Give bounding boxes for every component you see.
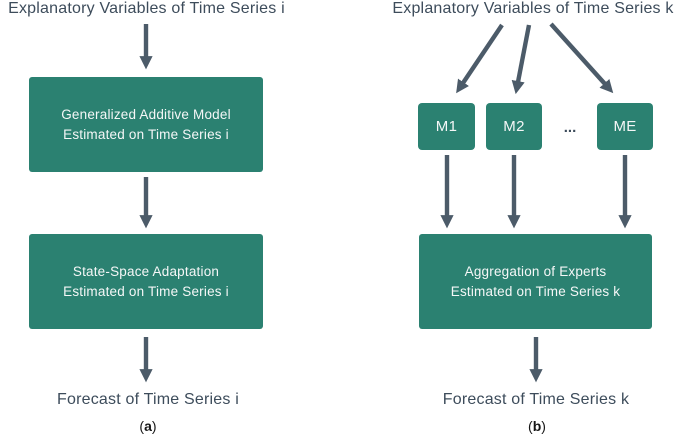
left-forecast-label: Forecast of Time Series i bbox=[57, 391, 239, 408]
expert-box-m1: M1 bbox=[418, 103, 475, 150]
right-caption-letter: b bbox=[532, 418, 542, 434]
gam-box-line1: Generalized Additive Model bbox=[61, 106, 231, 122]
experts-ellipsis: ... bbox=[563, 119, 577, 136]
right-title: Explanatory Variables of Time Series k bbox=[392, 0, 674, 17]
gam-box-line2: Estimated on Time Series i bbox=[63, 126, 229, 142]
aggregation-box-line1: Aggregation of Experts bbox=[464, 263, 607, 279]
left-caption-pre: ( bbox=[139, 418, 145, 434]
left-caption-letter: a bbox=[144, 418, 152, 434]
aggregation-box: Aggregation of Experts Estimated on Time… bbox=[419, 234, 652, 329]
right-forecast-label: Forecast of Time Series k bbox=[442, 391, 630, 408]
gam-box: Generalized Additive Model Estimated on … bbox=[29, 77, 263, 172]
right-caption-pre: ( bbox=[528, 418, 533, 434]
state-space-box: State-Space Adaptation Estimated on Time… bbox=[29, 234, 263, 329]
right-caption-post: ) bbox=[541, 418, 546, 434]
state-space-box-line2: Estimated on Time Series i bbox=[63, 283, 229, 299]
aggregation-box-line2: Estimated on Time Series k bbox=[450, 283, 621, 299]
left-title: Explanatory Variables of Time Series i bbox=[8, 0, 285, 17]
left-caption: (a) bbox=[0, 418, 296, 434]
expert-box-m2: M2 bbox=[486, 103, 542, 150]
arrow-input-to-expert-1 bbox=[456, 23, 504, 94]
arrow-input-to-expert-3 bbox=[549, 22, 614, 94]
right-caption: (b) bbox=[389, 418, 685, 434]
left-caption-post: ) bbox=[151, 418, 157, 434]
expert-box-me: ME bbox=[597, 103, 653, 150]
arrow-input-to-expert-2 bbox=[511, 24, 532, 95]
state-space-box-line1: State-Space Adaptation bbox=[72, 263, 220, 279]
